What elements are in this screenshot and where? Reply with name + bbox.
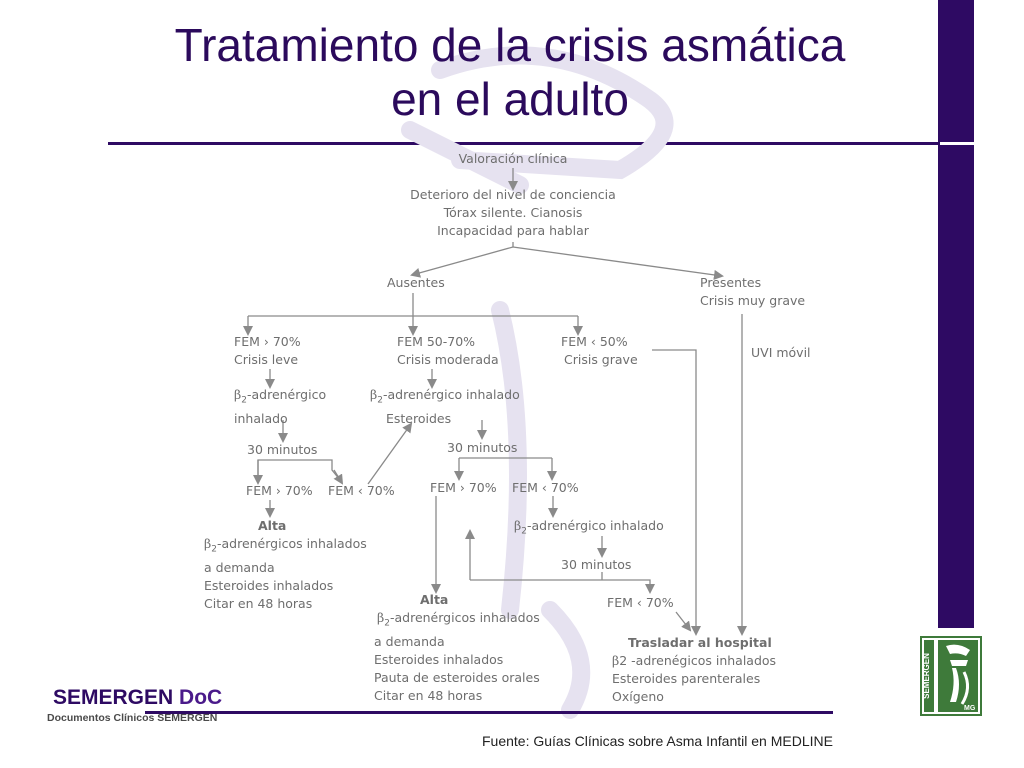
node-30min-moderada: 30 minutos (447, 440, 518, 455)
line-leve-fem-split (257, 459, 341, 481)
node-alta-title: Alta (258, 518, 287, 533)
logo-subtitle: Documentos Clínicos SEMERGEN (47, 712, 218, 724)
node-grave-line: Crisis grave (564, 352, 638, 367)
node-text: -adrenérgico (246, 387, 327, 402)
node-alta-line: a demanda (374, 633, 445, 649)
source-caption: Fuente: Guías Clínicas sobre Asma Infant… (482, 733, 833, 749)
semergen-seal-logo: SEMERGEN MG (920, 636, 982, 716)
title-divider-gap (940, 142, 974, 145)
node-fem-final: FEM ‹ 70% (607, 595, 674, 610)
node-deterioro: Deterioro del nivel de conciencia Tórax … (393, 186, 633, 240)
node-alta-line: Esteroides inhalados (374, 651, 504, 667)
node-hospital: Trasladar al hospital β2 -adrenégicos in… (612, 634, 776, 706)
beta-symbol: β (234, 387, 242, 402)
arrow-to-ausentes (410, 246, 514, 278)
node-valoracion: Valoración clínica (458, 151, 568, 166)
node-leve-tratamiento: β2-adrenérgico inhalado (234, 386, 326, 428)
node-grave: FEM ‹ 50% Crisis grave (561, 333, 638, 369)
logo-doc: DoC (179, 686, 223, 709)
node-leve-fem-bajo: FEM ‹ 70% (328, 483, 395, 498)
node-leve-fem-alto: FEM › 70% (246, 483, 313, 498)
node-mod-fem-alto: FEM › 70% (430, 480, 497, 495)
node-alta-line: β2-adrenérgicos inhalados (204, 535, 367, 559)
arrow-leve-lo-to-mod (367, 422, 413, 485)
node-alta-leve: Alta β2-adrenérgicos inhalados a demanda… (204, 517, 367, 613)
node-uvi: UVI móvil (751, 345, 811, 360)
node-ausentes: Ausentes (387, 275, 445, 290)
beta-subscript: 2 (211, 544, 217, 555)
node-alta-title: Alta (420, 592, 449, 607)
node-alta-line: a demanda (204, 559, 275, 575)
beta-subscript: 2 (241, 395, 247, 406)
node-presentes-line: Crisis muy grave (700, 293, 806, 308)
footer-divider (145, 711, 833, 714)
beta-symbol: β (204, 536, 212, 551)
node-moderada-line: FEM 50-70% (397, 334, 476, 349)
node-hospital-line: Oxígeno (612, 689, 664, 704)
node-text: 2 -adrenégicos inhalados (619, 653, 777, 668)
title-line-2: en el adulto (391, 73, 629, 125)
node-text: -adrenérgicos inhalados (389, 610, 540, 625)
node-mod-fem-bajo: FEM ‹ 70% (512, 480, 579, 495)
node-moderada: FEM 50-70% Crisis moderada (397, 333, 499, 369)
node-grave-line: FEM ‹ 50% (561, 334, 628, 349)
logo-main: SEMERGEN DoC (53, 686, 222, 710)
logo-word: SEMERGEN (53, 686, 174, 709)
node-hospital-title: Trasladar al hospital (628, 635, 772, 650)
node-moderada-tratamiento: β2-adrenérgico inhalado Esteroides (370, 386, 520, 428)
node-alta-moderada: Alta β2-adrenérgicos inhalados a demanda… (374, 591, 540, 705)
node-mod-trat-line: β2-adrenérgico inhalado (370, 386, 520, 410)
node-leve: FEM › 70% Crisis leve (234, 333, 301, 369)
node-deterioro-line: Deterioro del nivel de conciencia (410, 187, 616, 202)
node-leve-line: FEM › 70% (234, 334, 301, 349)
node-text: -adrenérgico inhalado (526, 518, 664, 533)
node-mod-bajo-tratamiento: β2-adrenérgico inhalado (514, 517, 664, 541)
node-text: -adrenérgicos inhalados (216, 536, 367, 551)
node-moderada-line: Crisis moderada (397, 352, 499, 367)
beta-subscript: 2 (377, 395, 383, 406)
arrow-grave-hospital (652, 349, 701, 636)
node-presentes: Presentes Crisis muy grave (700, 274, 805, 310)
beta-subscript: 2 (521, 526, 527, 537)
beta-symbol: β (370, 387, 378, 402)
title-line-1: Tratamiento de la crisis asmática (174, 19, 846, 71)
node-text: -adrenérgico inhalado (382, 387, 520, 402)
arrow-to-presentes (512, 246, 724, 280)
node-leve-trat-line: inhalado (234, 410, 288, 426)
arrow-loop-back (470, 579, 655, 594)
node-alta-line: Citar en 48 horas (374, 687, 483, 703)
node-leve-line: Crisis leve (234, 352, 299, 367)
node-presentes-line: Presentes (700, 275, 762, 290)
node-alta-line: Citar en 48 horas (204, 595, 313, 611)
seal-mark: MG (964, 705, 976, 712)
node-alta-line: β2-adrenérgicos inhalados (374, 609, 540, 633)
node-deterioro-line: Tórax silente. Cianosis (443, 205, 583, 220)
seal-text: SEMERGEN (922, 653, 931, 699)
arrow-fem-final-hospital (675, 611, 692, 632)
node-alta-line: Pauta de esteroides orales (374, 669, 540, 685)
right-accent-bar (938, 0, 974, 628)
node-leve-trat-line: β2-adrenérgico (234, 386, 326, 410)
node-30min-leve: 30 minutos (247, 442, 318, 457)
node-hospital-line: β2 -adrenégicos inhalados (612, 652, 776, 670)
semergen-doc-logo: SEMERGEN DoC Documentos Clínicos SEMERGE… (47, 686, 222, 724)
node-30min-grave: 30 minutos (561, 557, 632, 572)
node-hospital-line: Esteroides parenterales (612, 671, 761, 686)
page-title: Tratamiento de la crisis asmática en el … (100, 18, 920, 126)
node-mod-trat-line: Esteroides (386, 410, 452, 426)
beta-symbol: β (377, 610, 385, 625)
node-alta-line: Esteroides inhalados (204, 577, 334, 593)
node-deterioro-line: Incapacidad para hablar (437, 223, 589, 238)
beta-subscript: 2 (384, 618, 390, 629)
beta-symbol: β (514, 518, 522, 533)
beta-symbol: β (612, 653, 620, 668)
arrow-leve-fem-lo (333, 469, 344, 485)
